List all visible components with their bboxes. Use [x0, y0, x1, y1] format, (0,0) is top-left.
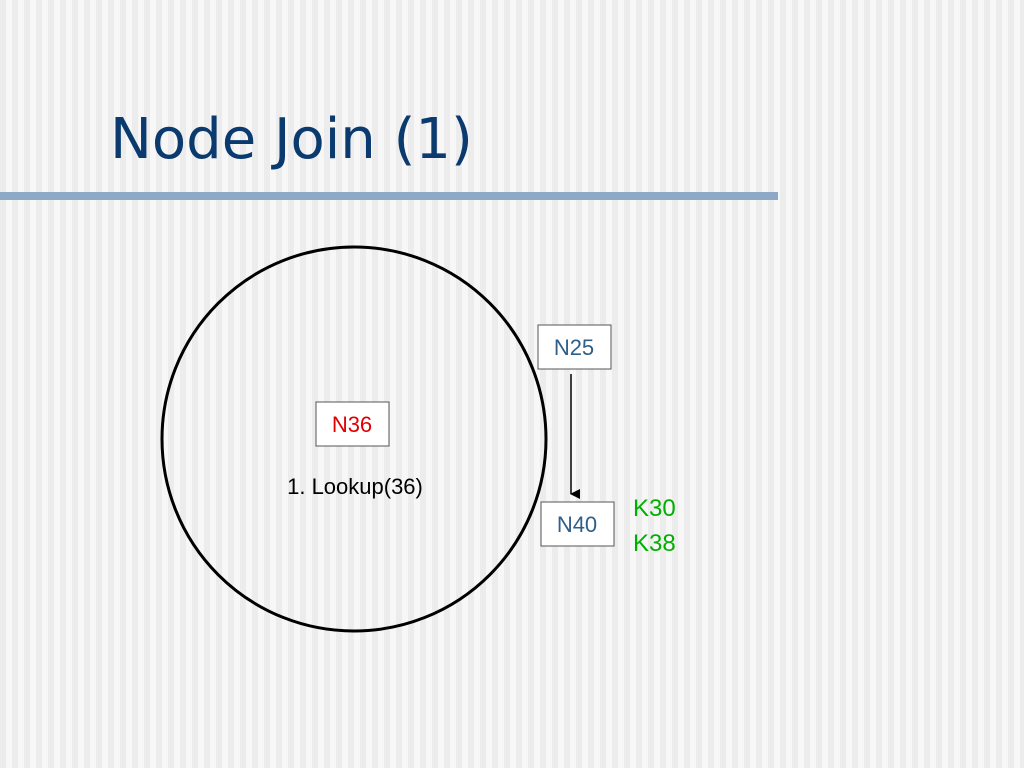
- node-n25-label: N25: [554, 335, 594, 360]
- node-n36-box: [315, 401, 390, 447]
- node-n25-box: [537, 324, 612, 370]
- key-label: K38: [633, 530, 676, 557]
- node-n40-label: N40: [557, 512, 597, 537]
- node-n40: N40: [540, 501, 615, 547]
- node-n36: N36: [315, 401, 390, 447]
- lookup-step-label: 1. Lookup(36): [287, 474, 423, 499]
- title-underline-rule: [0, 192, 778, 200]
- key-label: K30: [633, 495, 676, 522]
- chord-ring: [160, 245, 548, 633]
- node-n36-label: N36: [332, 412, 372, 437]
- node-n25: N25: [537, 324, 612, 370]
- slide-title: Node Join (1): [110, 107, 473, 172]
- node-n40-box: [540, 501, 615, 547]
